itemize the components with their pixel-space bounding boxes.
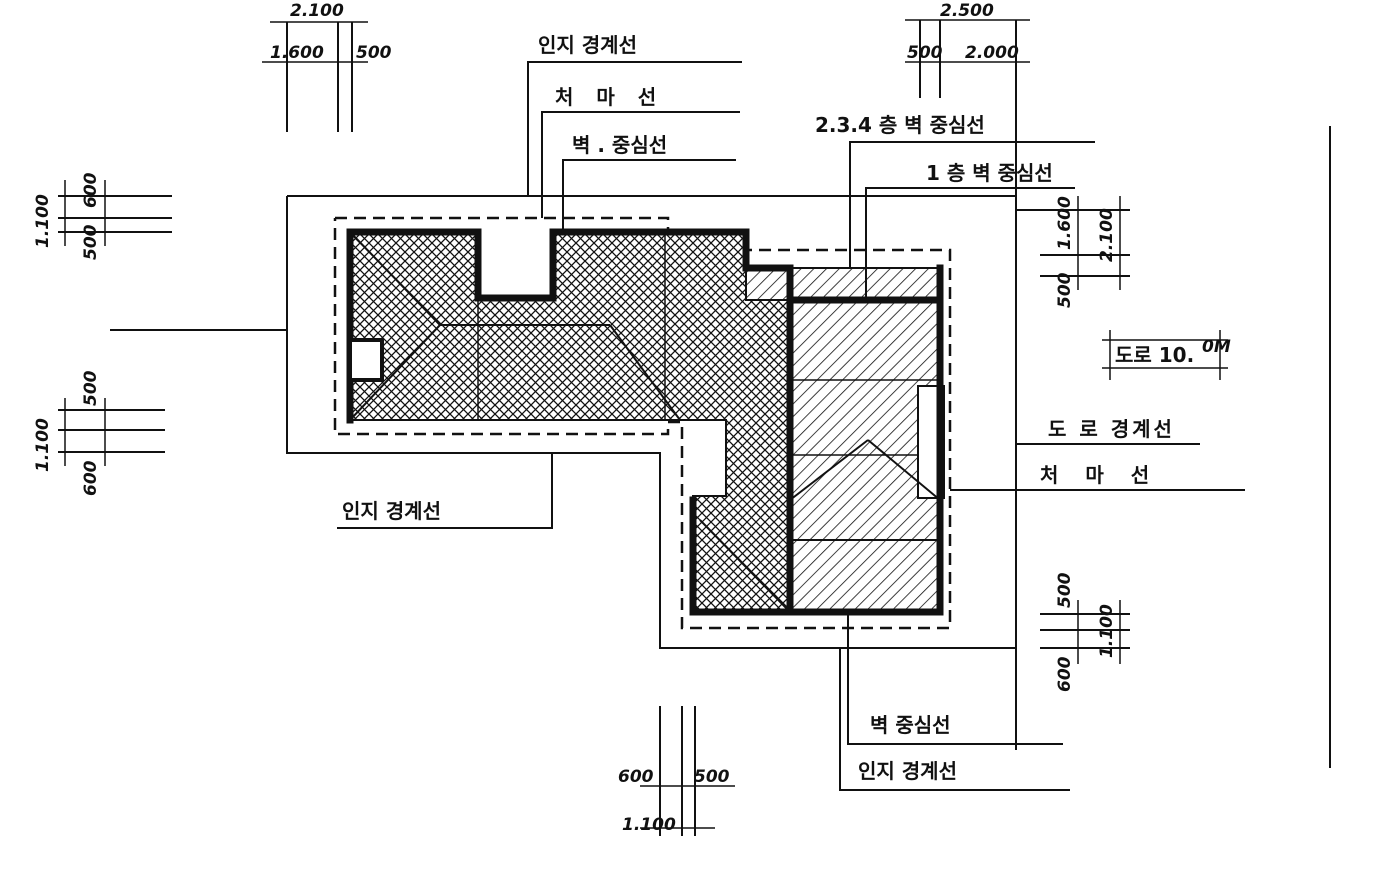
roof-mass-left (349, 231, 791, 613)
dim-marks (58, 19, 1228, 836)
dim-top-right-b: 2.000 (965, 43, 1019, 63)
dim-bottom-total: 1.100 (622, 815, 676, 835)
label-road-boundary: 도 로 경계선 (1048, 417, 1175, 441)
roof-ridge-lines (349, 231, 941, 613)
dimension-text: 2.100 1.600 500 2.500 500 2.000 1.100 60… (33, 1, 1117, 835)
text-labels: 인지 경계선 처 마 선 벽 . 중심선 2.3.4 층 벽 중심선 1 층 벽… (342, 33, 1231, 783)
label-floor1-wall: 1 층 벽 중심선 (926, 161, 1053, 185)
dim-left-lower-total: 1.100 (33, 418, 53, 472)
label-eaves-line-right: 처 마 선 (1040, 463, 1159, 487)
leader-lines (110, 61, 1331, 791)
dim-right-lower-a: 500 (1055, 572, 1075, 608)
label-wall-center-top: 벽 . 중심선 (572, 133, 667, 157)
dim-left-lower-b: 600 (81, 460, 101, 496)
dim-left-upper-total: 1.100 (33, 194, 53, 248)
eaves-outline (333, 216, 952, 630)
label-site-boundary-bottom: 인지 경계선 (858, 759, 957, 783)
dim-right-upper-total: 2.100 (1097, 208, 1117, 262)
wall-outline-heavy (346, 228, 944, 616)
dim-right-lower-total: 1.100 (1097, 604, 1117, 658)
label-eaves-line-top: 처 마 선 (555, 85, 664, 109)
dim-left-upper-b: 500 (81, 224, 101, 260)
dim-top-right-a: 500 (907, 43, 943, 63)
dim-bottom-a: 600 (618, 767, 654, 787)
dim-top-left-total: 2.100 (290, 1, 344, 21)
dim-right-upper-b: 500 (1055, 272, 1075, 308)
label-wall-center-bottom: 벽 중심선 (870, 713, 951, 737)
dim-right-lower-b: 600 (1055, 656, 1075, 692)
dim-top-left-a: 1.600 (270, 43, 324, 63)
dim-bottom-b: 500 (694, 767, 730, 787)
dim-left-lower-a: 500 (81, 370, 101, 406)
notch-left (348, 338, 384, 382)
label-site-boundary-left: 인지 경계선 (342, 499, 441, 523)
label-road-width: 도로 10. (1115, 343, 1194, 367)
roof-mass-right (745, 267, 945, 613)
label-floors-234-wall: 2.3.4 층 벽 중심선 (815, 113, 985, 137)
dim-right-upper-a: 1.600 (1055, 196, 1075, 250)
label-site-boundary-top: 인지 경계선 (538, 33, 637, 57)
label-road-width-unit: 0M (1202, 337, 1231, 357)
dim-top-right-total: 2.500 (940, 1, 994, 21)
dim-top-left-b: 500 (356, 43, 392, 63)
dim-left-upper-a: 600 (81, 172, 101, 208)
